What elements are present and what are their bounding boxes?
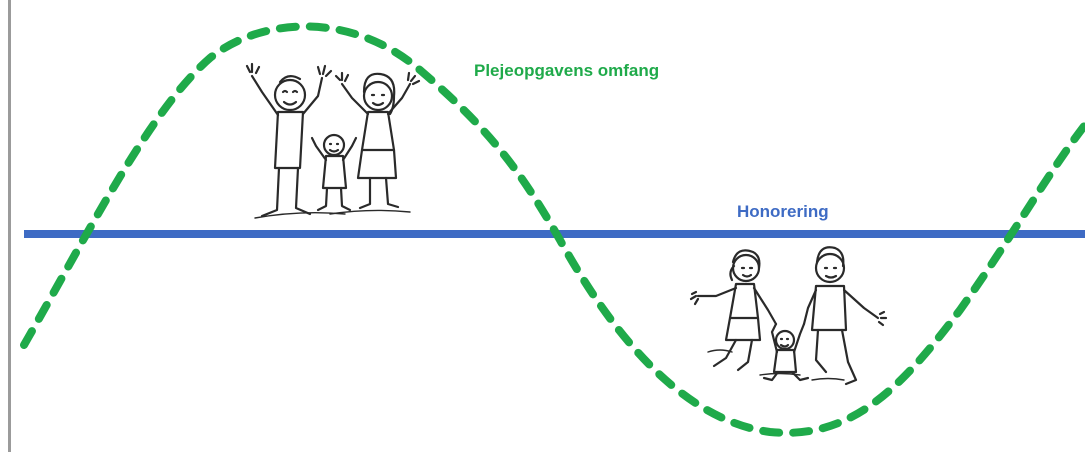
plejeopgavens-omfang-wave <box>20 22 1085 437</box>
left-border <box>8 0 11 452</box>
happy-family-cheering-icon <box>245 62 421 219</box>
flat-line-label: Honorering <box>737 202 829 221</box>
family-walking-with-child-icon <box>689 246 888 386</box>
wave-label: Plejeopgavens omfang <box>474 61 660 80</box>
